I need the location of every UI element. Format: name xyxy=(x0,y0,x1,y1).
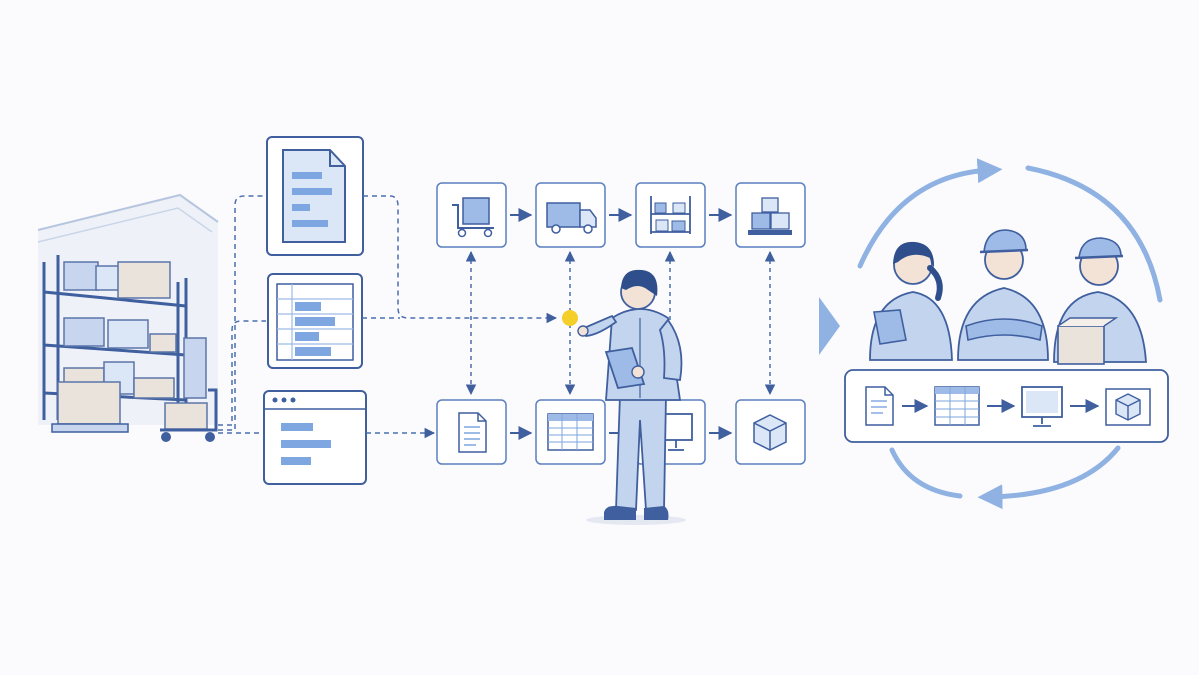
legacy-document-card xyxy=(266,136,364,256)
cube-icon xyxy=(1105,388,1151,426)
physical-flow-row xyxy=(436,182,806,248)
legacy-web-window-card xyxy=(263,390,367,485)
spreadsheet-icon xyxy=(276,283,354,361)
delivery-truck-icon xyxy=(546,202,597,234)
transition-arrow-icon xyxy=(819,297,840,355)
highlight-point xyxy=(562,310,578,326)
continuous-cycle-arrows xyxy=(857,158,1163,510)
browser-window-icon xyxy=(263,390,367,485)
team-member-holding-box xyxy=(1053,237,1147,365)
document-icon xyxy=(282,149,346,243)
team-group xyxy=(869,229,1147,365)
spreadsheet-icon xyxy=(934,386,980,426)
package-icon xyxy=(1057,325,1105,365)
document-icon xyxy=(458,412,487,453)
team-digital-flow-panel xyxy=(844,369,1169,443)
pallet-boxes-icon xyxy=(748,197,792,235)
cube-icon xyxy=(753,414,787,451)
document-icon xyxy=(865,386,894,426)
hand-truck-icon xyxy=(452,197,494,238)
team-member-arms-crossed xyxy=(957,229,1049,361)
spreadsheet-icon xyxy=(547,413,594,451)
monitor-icon xyxy=(1021,386,1063,427)
legacy-spreadsheet-card xyxy=(267,273,363,369)
warehouse-connections xyxy=(218,195,558,439)
warehouse-illustration xyxy=(37,193,219,442)
storage-rack-icon xyxy=(650,196,691,234)
worker-with-clipboard xyxy=(577,269,686,525)
team-member-clipboard xyxy=(869,241,953,361)
